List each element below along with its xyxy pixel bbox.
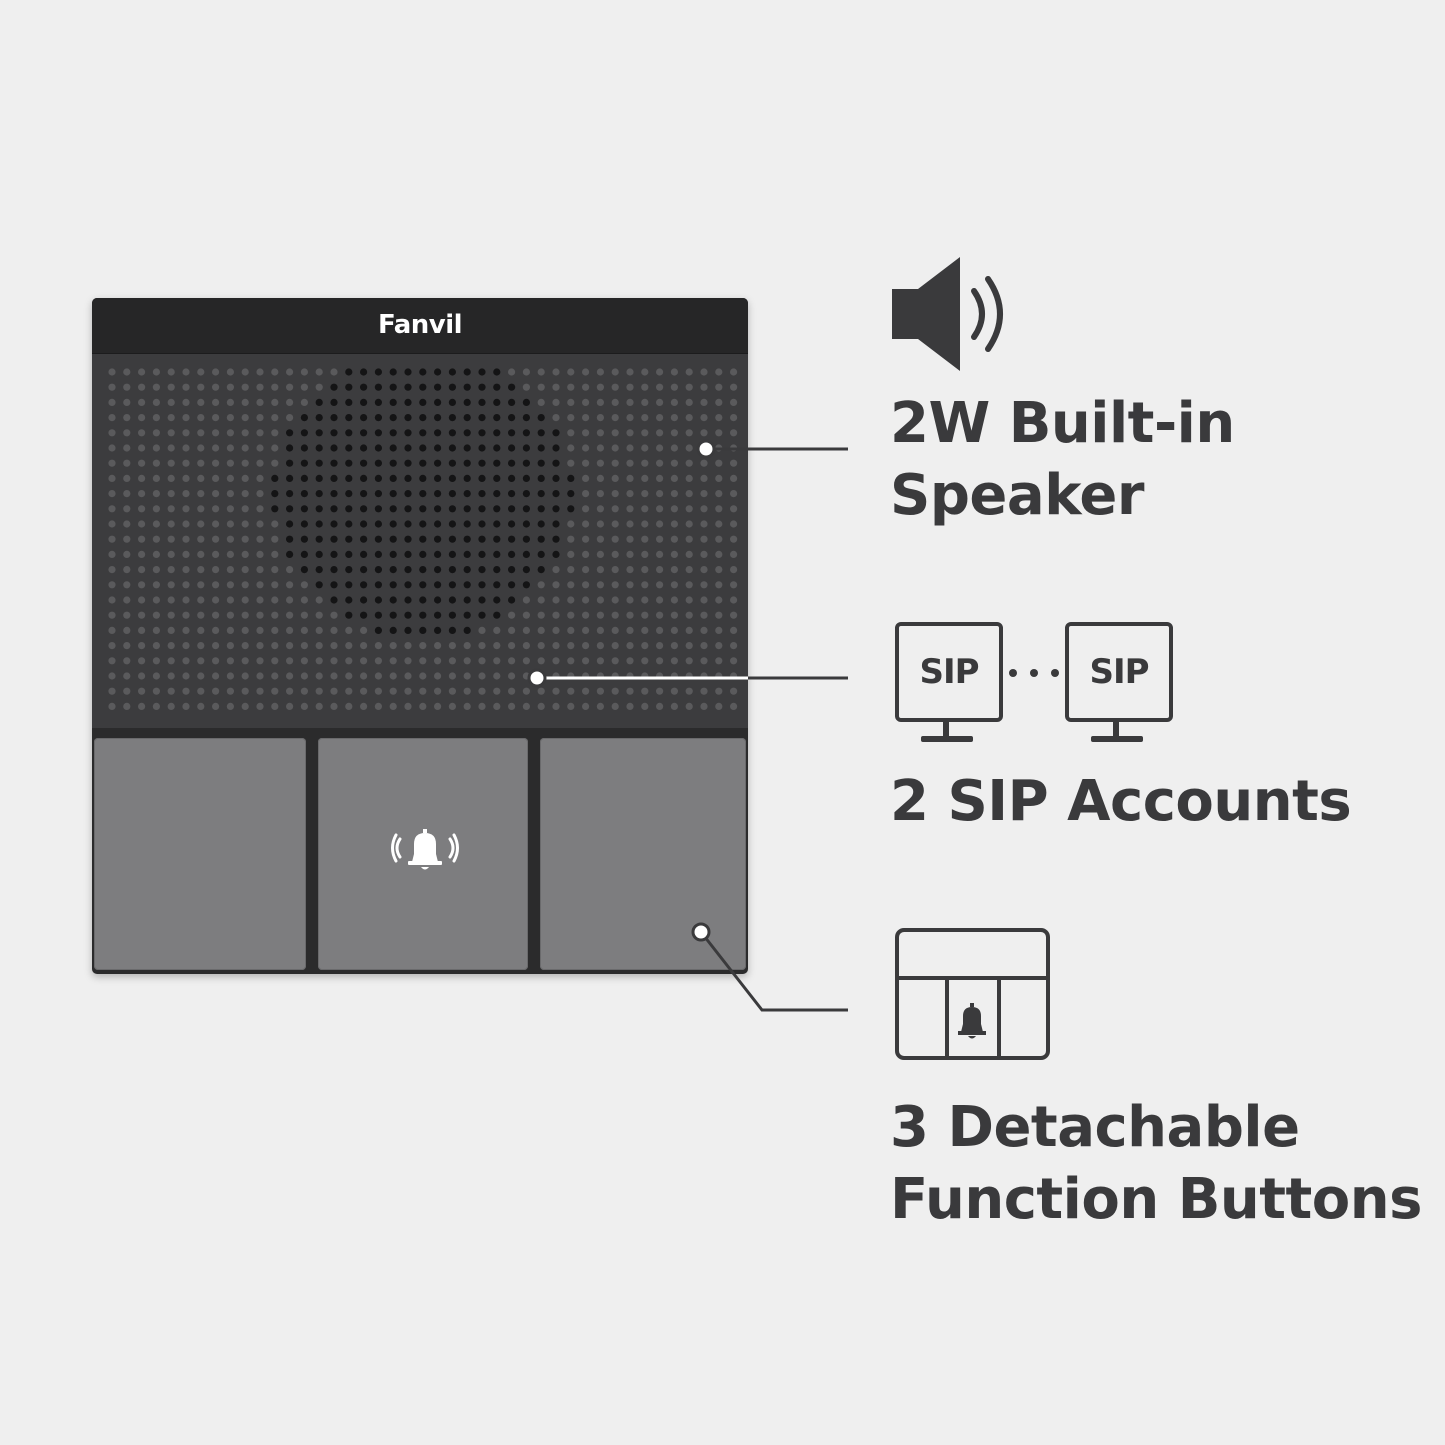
intercom-device: Fanvil	[92, 298, 748, 974]
sip-monitor-icon: SIP	[1065, 622, 1173, 745]
speaker-grille	[92, 354, 748, 728]
feature-buttons-line1: 3 Detachable	[890, 1095, 1300, 1160]
speaker-grille-holes	[108, 368, 738, 710]
feature-sip-line1: 2 SIP Accounts	[890, 769, 1352, 834]
feature-speaker-title: 2W Built-in Speaker	[890, 388, 1235, 532]
brand-logo: Fanvil	[377, 310, 463, 340]
bell-ringing-icon	[391, 829, 459, 870]
speaker-volume-icon	[892, 257, 1003, 371]
sip-screen-label: SIP	[1065, 622, 1173, 722]
feature-speaker-line1: 2W Built-in	[890, 391, 1235, 456]
button-panel-icon	[895, 928, 1050, 1060]
function-button-right[interactable]	[540, 738, 746, 970]
function-button-middle[interactable]	[318, 738, 528, 970]
feature-buttons-title: 3 Detachable Function Buttons	[890, 1092, 1422, 1236]
feature-buttons-line2: Function Buttons	[890, 1167, 1422, 1232]
feature-sip-title: 2 SIP Accounts	[890, 766, 1352, 838]
function-button-left[interactable]	[94, 738, 306, 970]
sip-monitors-icon: SIP SIP	[895, 622, 1175, 747]
feature-speaker-line2: Speaker	[890, 463, 1145, 528]
device-top-bar: Fanvil	[92, 298, 748, 354]
sip-monitor-icon: SIP	[895, 622, 1003, 745]
sip-screen-label: SIP	[895, 622, 1003, 722]
ellipsis-icon	[1009, 666, 1059, 680]
